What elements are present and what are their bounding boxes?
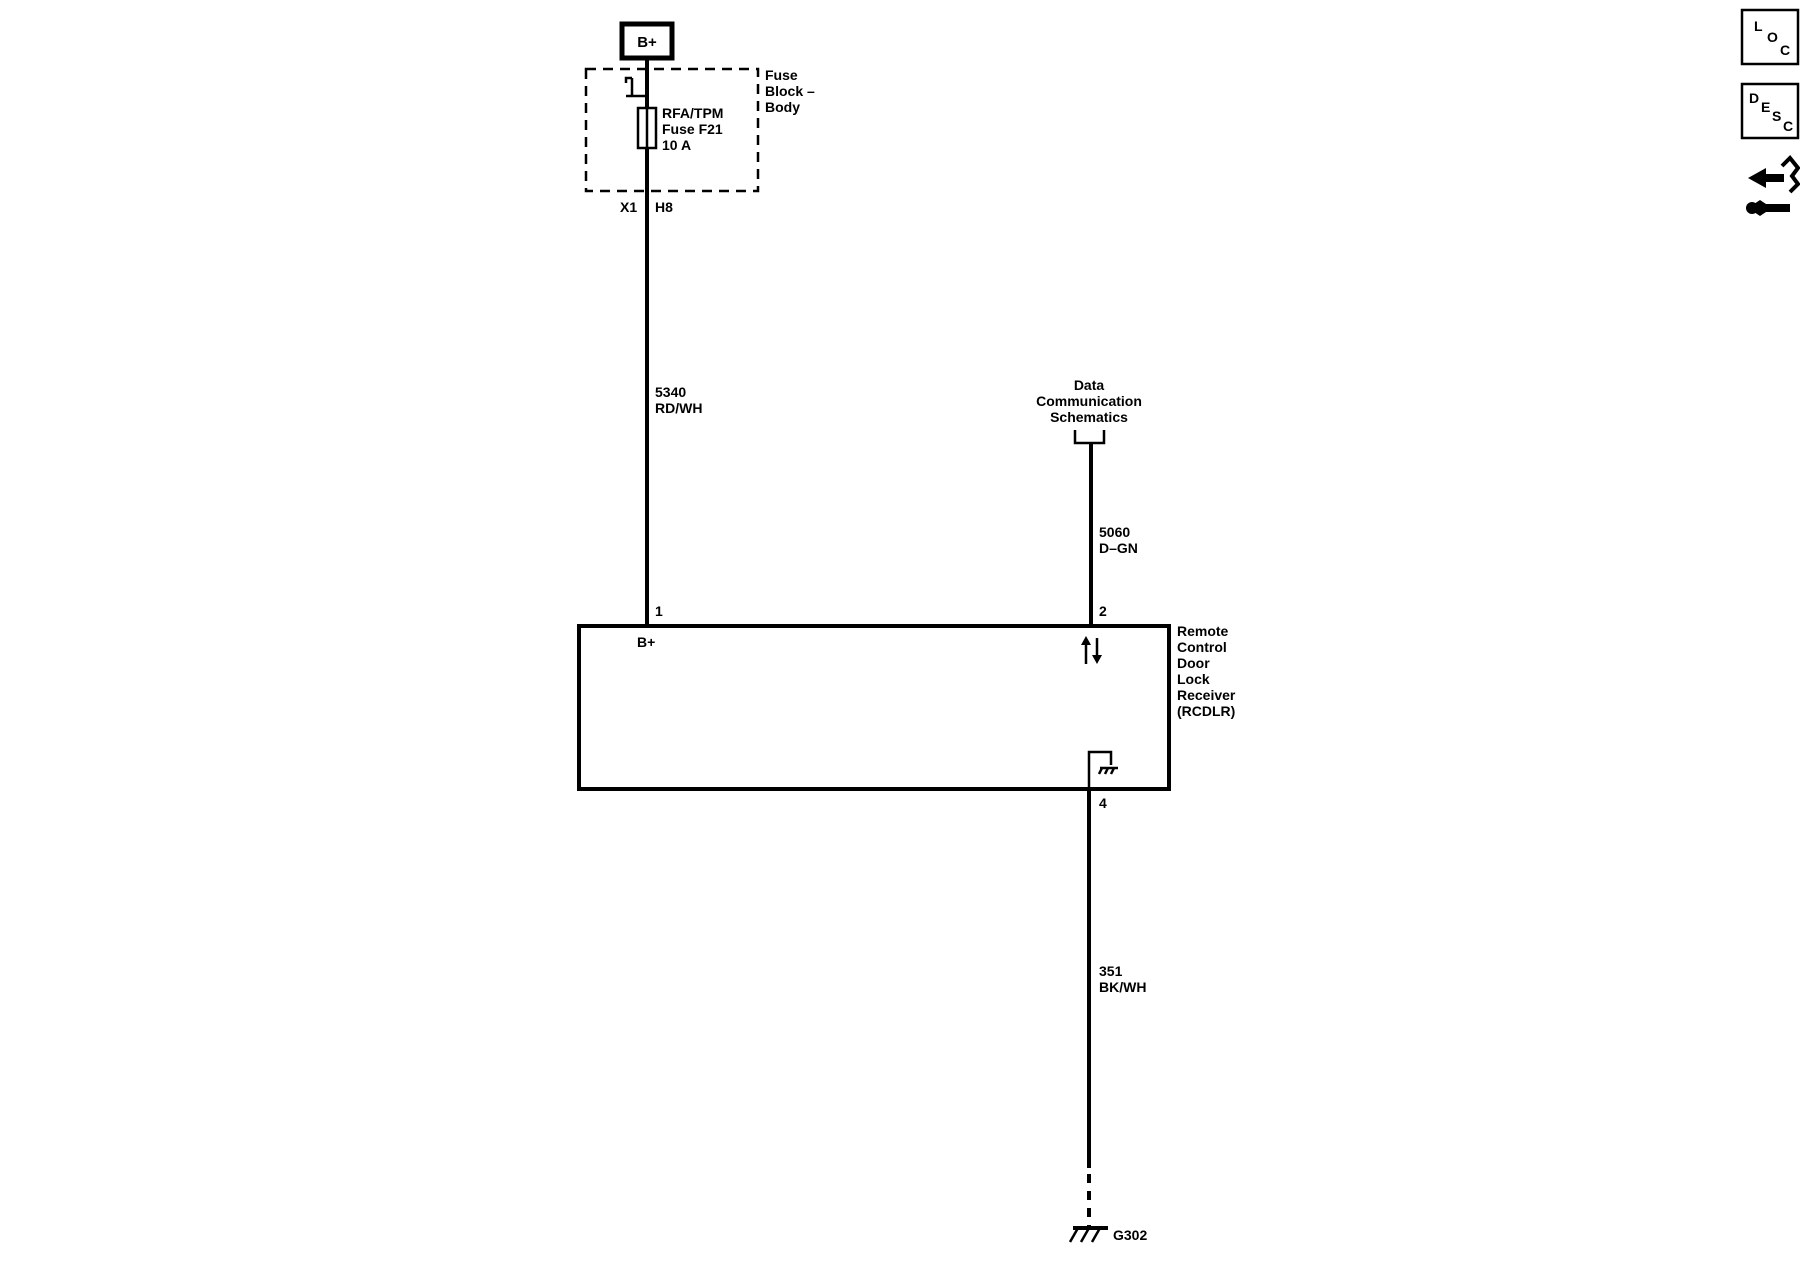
fuse-pin-label: H8 [655,199,673,215]
fuse-label-line: RFA/TPM [662,105,723,121]
data-comm-line: Communication [1036,393,1142,409]
loc-letter: O [1767,29,1778,45]
data-comm-line: Data [1074,377,1105,393]
description-view-button[interactable]: D E S C [1740,82,1800,140]
wire-circuit-number: 351 [1099,963,1123,979]
desc-letter: S [1772,108,1781,124]
wire-351-label: 351 BK/WH [1099,963,1146,995]
fuse-block-outline [584,67,760,193]
repair-procedure-icon[interactable] [1746,155,1800,216]
wire-5060-label: 5060 D–GN [1099,524,1138,556]
wire-color-code: BK/WH [1099,979,1146,995]
fuse-label: RFA/TPM Fuse F21 10 A [662,105,723,153]
data-comm-bracket-icon [1073,430,1106,445]
ground-label: G302 [1113,1227,1147,1243]
fuse-block-name-line: Fuse [765,67,798,83]
power-source: B+ [619,21,675,61]
power-source-label: B+ [637,34,657,51]
location-view-button[interactable]: L O C [1740,8,1800,66]
data-comm-reference: Data Communication Schematics [1036,377,1142,445]
loc-letter: C [1780,42,1790,58]
fuse-block-name-line: Body [765,99,800,115]
fuse-bus-hook-icon [624,76,647,98]
wire-color-code: RD/WH [655,400,702,416]
module-name: Remote Control Door Lock Receiver (RCDLR… [1177,623,1236,719]
ground-g302-icon [1068,1226,1108,1243]
wire-5340-label: 5340 RD/WH [655,384,702,416]
fuse-block-name: Fuse Block – Body [765,67,815,115]
wire-circuit-number: 5340 [655,384,686,400]
data-comm-line: Schematics [1050,409,1128,425]
desc-letter: D [1749,90,1759,106]
wire-color-code: D–GN [1099,540,1138,556]
loc-letter: L [1754,18,1763,34]
module-pin-4: 4 [1099,795,1107,811]
module-name-line: (RCDLR) [1177,703,1235,719]
module-name-line: Lock [1177,671,1210,687]
wire-circuit-number: 5060 [1099,524,1130,540]
fuse-label-line: 10 A [662,137,691,153]
module-name-line: Remote [1177,623,1229,639]
module-name-line: Receiver [1177,687,1236,703]
fuse-block-name-line: Block – [765,83,815,99]
module-name-line: Control [1177,639,1227,655]
bidirectional-data-icon [1081,636,1102,664]
module-pin-1: 1 [655,603,663,619]
desc-letter: E [1761,99,1770,115]
module-pin-2: 2 [1099,603,1107,619]
internal-ground-icon [1087,750,1118,789]
module-name-line: Door [1177,655,1210,671]
module-power-label: B+ [637,634,655,650]
desc-letter: C [1783,118,1793,134]
fuse-connector-label: X1 [620,199,637,215]
fuse-label-line: Fuse F21 [662,121,723,137]
rcdlr-module-box [577,624,1171,791]
